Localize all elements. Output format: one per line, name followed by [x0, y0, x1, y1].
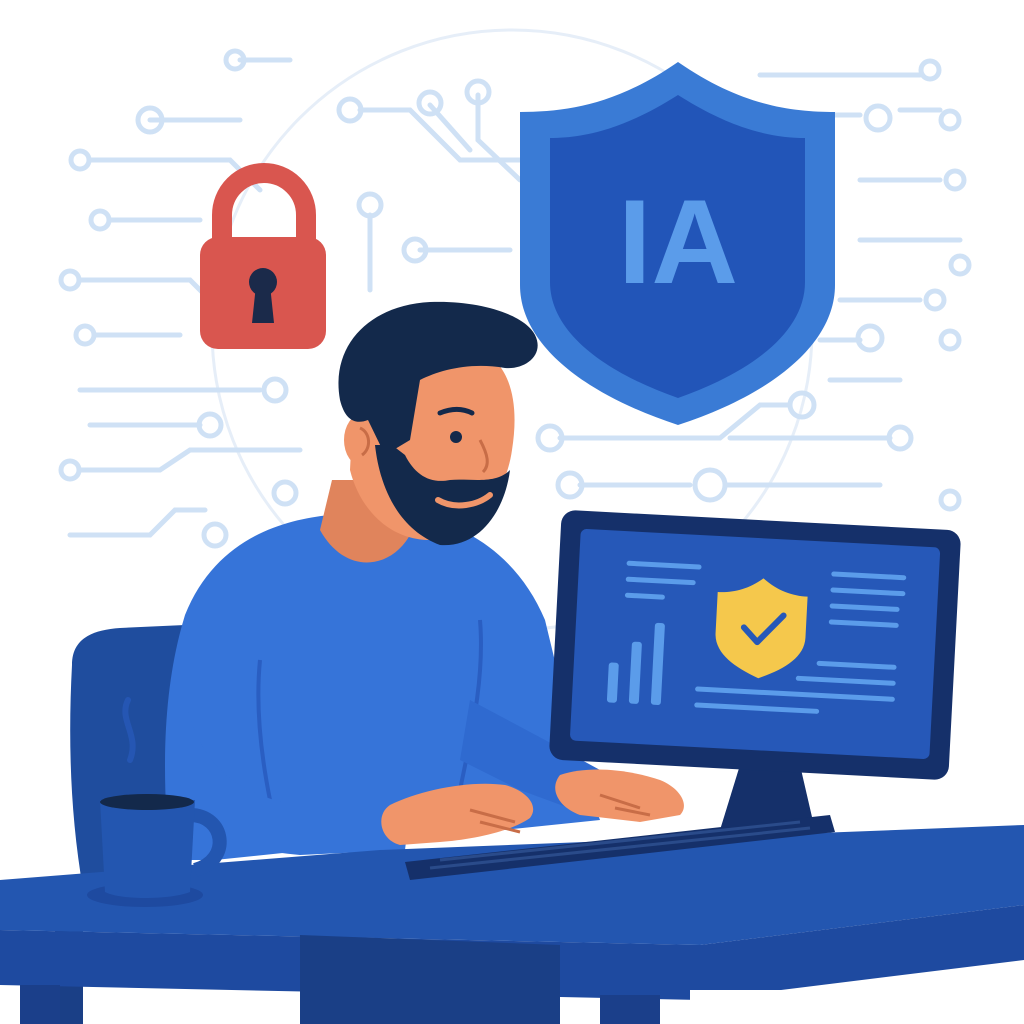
keyboard — [405, 815, 835, 880]
desk — [0, 825, 1024, 1024]
shield-label: IA — [618, 175, 738, 309]
monitor — [549, 510, 961, 830]
shield-icon: IA — [520, 62, 835, 425]
lock-icon — [200, 163, 326, 349]
circuit-background — [58, 28, 972, 632]
person — [165, 301, 684, 860]
monitor-screen — [570, 529, 941, 759]
bar-chart-icon — [606, 622, 665, 705]
coffee-mug — [87, 697, 227, 907]
check-shield-icon — [715, 578, 808, 679]
